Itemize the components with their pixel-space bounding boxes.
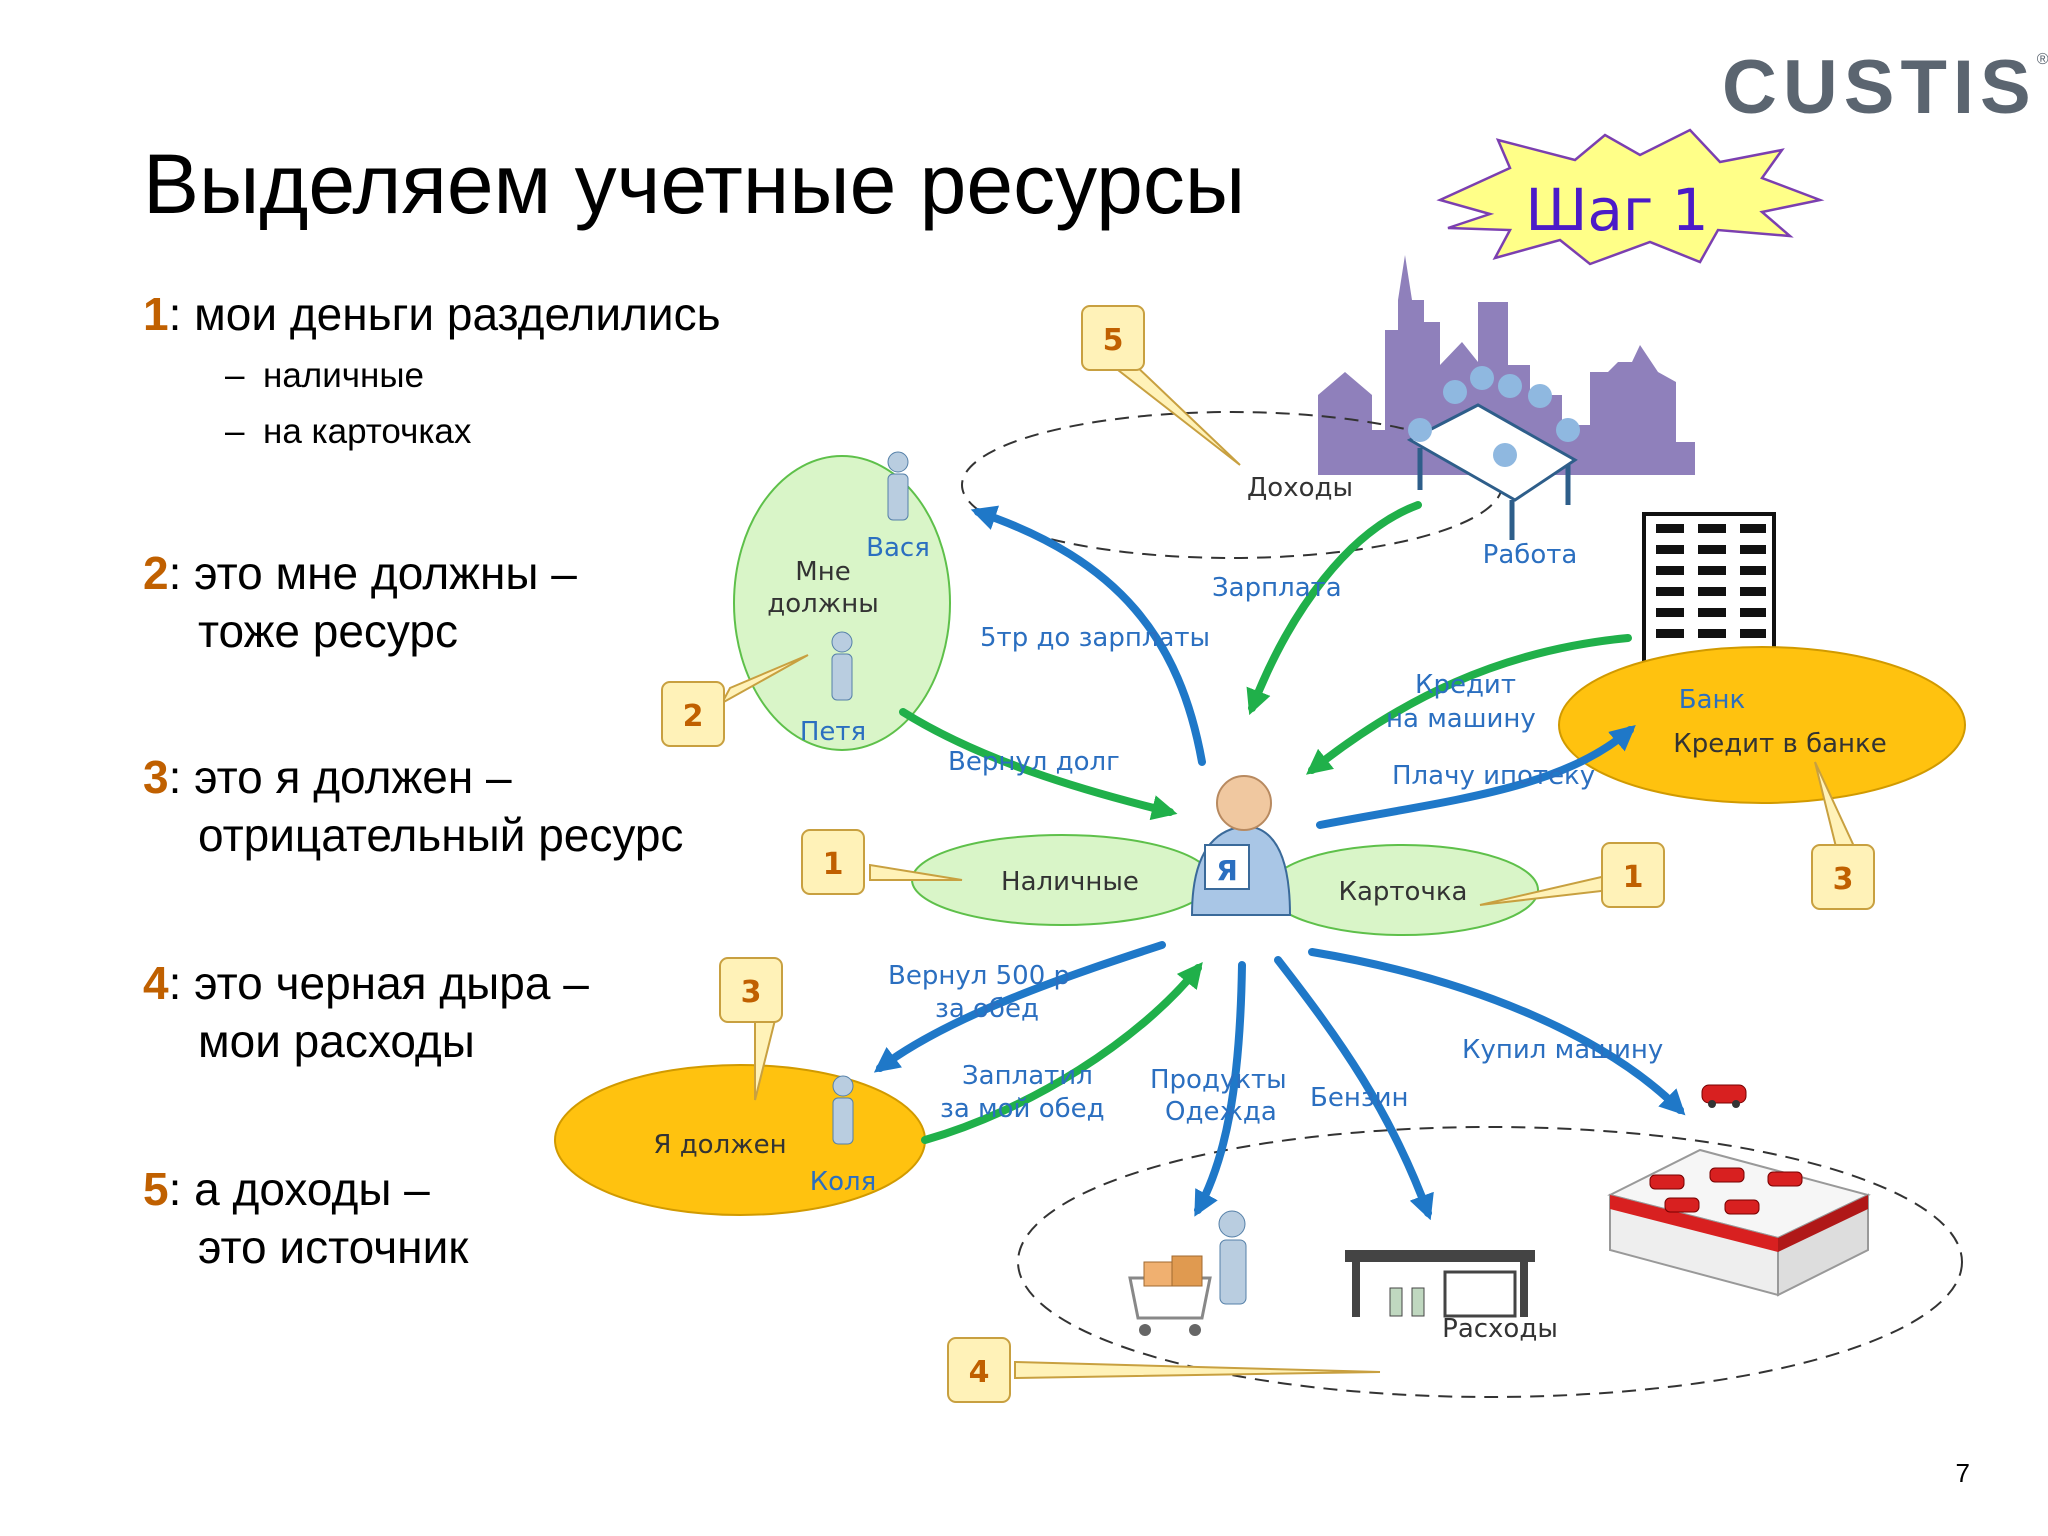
svg-text:1: 1 [1623,860,1644,895]
advance-arrow [970,505,1206,766]
callout-5: 5 [1081,305,1145,371]
owed-to-me-label-1: Мне [795,557,850,587]
callout-5-pointer [1116,360,1241,466]
i-owe-label: Я должен [653,1130,786,1160]
point-1-sub-cash: –наличные [225,356,424,395]
vasya-person-icon [887,451,909,521]
kolya-person-icon [832,1075,854,1145]
fuel-arrow [1274,956,1434,1221]
callout-4: 4 [947,1337,1011,1403]
svg-text:2: 2 [683,699,704,734]
custis-logo: CUSTIS® [1722,45,2048,130]
point-3: 3: это я должен – отрицательный ресурс [143,751,684,861]
car-credit-label-2: на машину [1386,704,1536,734]
kolya-label: Коля [810,1167,877,1197]
svg-text:1: 1 [823,847,844,882]
callout-1-cash-pointer [869,863,963,881]
bank-label: Банк [1679,685,1745,715]
svg-text:3: 3 [1833,862,1854,897]
petya-person-icon [831,631,853,701]
salary-arrow [1246,501,1422,716]
lunch-return-arrow [873,941,1166,1073]
lunch-paid-label-1: Заплатил [962,1061,1093,1091]
step-badge-label: Шаг 1 [1525,176,1708,244]
svg-text:4: 4 [969,1355,990,1390]
callout-4-pointer [1014,1360,1381,1380]
bank-building-icon [1642,512,1776,670]
point-1-sub-card: –на карточках [225,412,472,451]
petya-label: Петя [800,717,866,747]
car-credit-label-1: Кредит [1415,670,1516,700]
debt-returned-arrow [899,708,1178,821]
mortgage-arrow [1316,725,1636,829]
shopper-cart-icon [1128,1210,1247,1336]
page-number: 7 [1955,1458,1970,1488]
callout-2: 2 [661,681,725,747]
step-badge: Шаг 1 [1436,128,1825,266]
fuel-label: Бензин [1310,1083,1409,1113]
callout-1-card: 1 [1601,842,1665,908]
svg-text:5: 5 [1103,323,1124,358]
car-credit-arrow [1305,634,1632,775]
point-2: 2: это мне должны – тоже ресурс [143,547,577,657]
work-label: Работа [1483,540,1578,570]
card-label: Карточка [1339,877,1468,907]
debt-returned-label: Вернул долг [948,747,1120,777]
owed-to-me-zone [733,455,951,751]
slide-title: Выделяем учетные ресурсы [143,137,1246,231]
city-silhouette-icon [1318,255,1695,475]
expenses-label: Расходы [1442,1314,1558,1344]
groceries-label-2: Одежда [1165,1097,1277,1127]
point-4: 4: это черная дыра – мои расходы [143,957,589,1067]
salary-label: Зарплата [1212,573,1342,603]
groceries-arrow [1194,961,1246,1217]
car-dealership-icon [1607,1148,1871,1297]
me-person-icon: Я [1190,775,1292,916]
point-5: 5: а доходы – это источник [143,1163,469,1273]
expenses-zone [1017,1126,1963,1398]
callout-3-owe: 3 [719,957,783,1023]
gas-station-icon [1345,1250,1535,1318]
callout-3-bank: 3 [1811,844,1875,910]
bank-credit-zone [1558,646,1966,804]
svg-text:3: 3 [741,975,762,1010]
meeting-table-icon [1406,366,1580,540]
car-bought-label: Купил машину [1462,1035,1663,1065]
step-badge-starburst [1436,128,1825,266]
callout-1-cash: 1 [801,829,865,895]
owed-to-me-label-2: должны [767,589,878,619]
cash-label: Наличные [1001,867,1139,897]
mortgage-label: Плачу ипотеку [1392,761,1595,791]
lunch-return-label-2: за обед [935,994,1039,1024]
groceries-label-1: Продукты [1150,1065,1287,1095]
lunch-paid-label-2: за мой обед [940,1094,1105,1124]
car-bought-arrow [1308,948,1686,1116]
lunch-paid-arrow [921,962,1203,1144]
income-label: Доходы [1247,473,1353,503]
me-label: Я [1216,854,1238,887]
car-icon [1701,1084,1747,1108]
bank-credit-label: Кредит в банке [1673,729,1887,759]
point-1: 1: мои деньги разделились [143,288,721,340]
advance-label: 5тр до зарплаты [980,623,1210,653]
vasya-label: Вася [866,533,930,563]
lunch-return-label-1: Вернул 500 р [888,961,1070,991]
callout-2-pointer [719,654,809,706]
